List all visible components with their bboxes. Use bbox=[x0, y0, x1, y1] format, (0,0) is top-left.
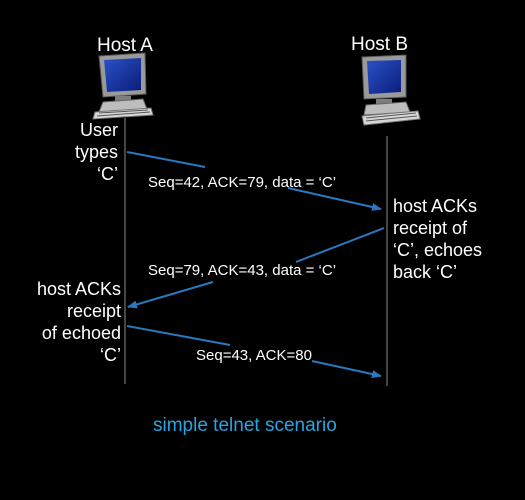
note-line: User bbox=[79, 120, 118, 140]
host-b-note-ack-echo: host ACKs receipt of ‘C’, echoes back ‘C… bbox=[393, 195, 482, 283]
host-b-label: Host B bbox=[351, 34, 409, 55]
note-line: host ACKs bbox=[36, 279, 121, 299]
diagram-caption: simple telnet scenario bbox=[153, 415, 337, 436]
computer-icon bbox=[361, 54, 421, 126]
host-a-note-ack-echoed: host ACKs receipt of echoed ‘C’ bbox=[37, 278, 121, 366]
note-line: host ACKs bbox=[393, 196, 478, 216]
message-arrow-3-tail bbox=[311, 360, 382, 378]
note-line: receipt bbox=[66, 301, 121, 321]
computer-icon bbox=[92, 52, 154, 120]
note-line: receipt of bbox=[393, 218, 468, 238]
message-label-3: Seq=43, ACK=80 bbox=[196, 347, 312, 364]
message-arrow-2 bbox=[127, 281, 214, 309]
message-arrow-3 bbox=[126, 325, 231, 346]
message-arrow-1-tail bbox=[287, 187, 382, 211]
note-line: types bbox=[74, 142, 118, 162]
message-label-1: Seq=42, ACK=79, data = ‘C’ bbox=[148, 174, 337, 191]
message-arrow-1 bbox=[126, 151, 206, 168]
note-line: ‘C’ bbox=[97, 164, 118, 184]
host-a-note-user-types: User types ‘C’ bbox=[75, 119, 118, 185]
message-label-2: Seq=79, ACK=43, data = ‘C’ bbox=[148, 262, 337, 279]
host-a-label: Host A bbox=[97, 35, 153, 56]
note-line: ‘C’ bbox=[100, 345, 121, 365]
note-line: ‘C’, echoes bbox=[393, 240, 483, 260]
note-line: back ‘C’ bbox=[393, 262, 458, 282]
note-line: of echoed bbox=[41, 323, 121, 343]
message-arrow-2-head bbox=[295, 227, 385, 263]
